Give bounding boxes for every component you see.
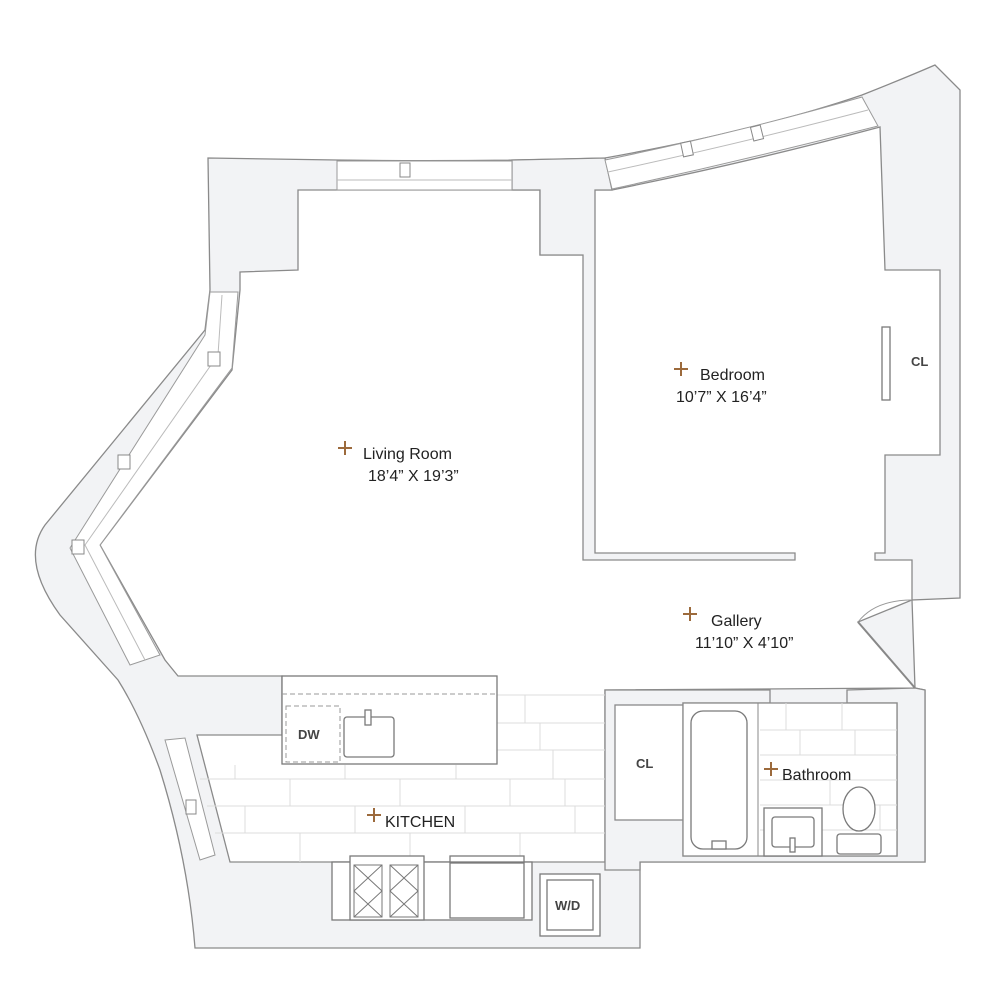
living-room-dims: 18’4” X 19’3” (368, 468, 459, 485)
plus-icon (338, 441, 352, 455)
gallery-label: Gallery 11’10” X 4’10” (683, 607, 793, 652)
washer-dryer-label: W/D (555, 898, 580, 913)
bedroom-dims: 10’7” X 16’4” (676, 389, 767, 406)
left-window (69, 291, 239, 666)
closet-rod (881, 326, 891, 401)
living-room-label: Living Room 18’4” X 19’3” (338, 441, 459, 485)
kitchen-window (164, 737, 216, 861)
gallery-name: Gallery (711, 613, 762, 630)
refrigerator (449, 862, 525, 919)
stove-burners (353, 864, 419, 918)
windows (69, 96, 879, 861)
plus-icon (367, 808, 381, 822)
bedroom-name: Bedroom (700, 367, 765, 384)
washer-dryer (546, 879, 594, 931)
entry-door-swing (857, 599, 913, 623)
kitchen-faucet (364, 709, 372, 726)
bathroom-label: Bathroom (764, 762, 851, 784)
oven-handle (449, 855, 525, 863)
kitchen-tiles (200, 694, 605, 862)
bathtub (690, 710, 748, 850)
range (349, 855, 425, 921)
bedroom-closet-label: CL (911, 354, 928, 369)
bedroom-window (604, 96, 879, 190)
plus-icon (674, 362, 688, 376)
kitchen-label: KITCHEN (367, 808, 455, 831)
plus-icon (764, 762, 778, 776)
toilet-tank (836, 833, 882, 855)
living-window (336, 160, 513, 191)
tub-faucet (711, 840, 727, 850)
toilet-bowl (842, 786, 876, 832)
gallery-dims: 11’10” X 4’10” (695, 635, 793, 652)
dishwasher-label: DW (298, 727, 320, 742)
bathroom-name: Bathroom (782, 767, 851, 784)
plus-icon (683, 607, 697, 621)
entry-door[interactable] (857, 621, 916, 689)
bedroom-label: Bedroom 10’7” X 16’4” (674, 362, 767, 406)
bedroom-partition-wall (511, 157, 796, 561)
dishwasher (285, 705, 341, 763)
hall-closet-label: CL (636, 756, 653, 771)
hall-closet (614, 704, 684, 821)
kitchen-name: KITCHEN (385, 814, 455, 831)
living-room-name: Living Room (363, 446, 452, 463)
sink-faucet (789, 837, 796, 853)
